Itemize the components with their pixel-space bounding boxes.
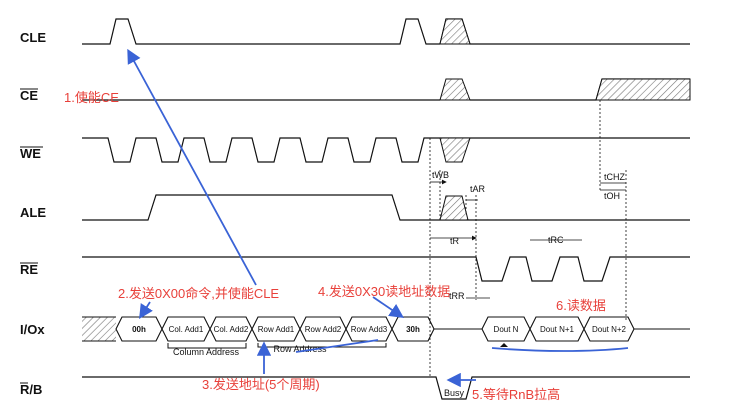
- ce-hatch-2: [595, 78, 691, 101]
- column-address-label: Column Address: [173, 347, 240, 357]
- re-waveform: [82, 256, 690, 282]
- ale-waveform: [82, 194, 690, 221]
- toh-label: tOH: [604, 191, 620, 201]
- we-waveform: [82, 137, 690, 163]
- tchz-label: tCHZ: [604, 172, 625, 182]
- tr-label: tR: [450, 236, 460, 246]
- annotation-1: 1.使能CE: [64, 90, 119, 105]
- busy-label: Busy: [444, 388, 465, 398]
- ale-hatch: [439, 195, 469, 221]
- annotation-3: 3.发送地址(5个周期): [202, 377, 320, 392]
- bus-cell: Col. Add2: [214, 325, 249, 334]
- io-bus: [82, 316, 690, 342]
- we-hatch: [439, 137, 471, 163]
- io-hatch-start: [82, 317, 116, 341]
- cle-waveform: [82, 18, 690, 45]
- column-bracket: [167, 343, 247, 349]
- trc-label: tRC: [548, 235, 564, 245]
- trr-label: tRR: [449, 291, 465, 301]
- bus-cell: Dout N+1: [540, 325, 575, 334]
- dout-marker: [500, 343, 508, 347]
- twb-label: tWB: [432, 170, 449, 180]
- bus-cell: Row Add2: [305, 325, 342, 334]
- tar-label: tAR: [470, 184, 486, 194]
- bus-cell: Row Add3: [351, 325, 388, 334]
- bus-cell: 30h: [406, 325, 420, 334]
- annotation-5: 5.等待RnB拉高: [472, 387, 560, 402]
- signal-ce: CE: [20, 88, 38, 103]
- bus-cell: Col. Add1: [169, 325, 204, 334]
- cle-hatch: [439, 18, 471, 45]
- signal-we: WE: [20, 146, 41, 161]
- ce-hatch-1: [439, 78, 471, 101]
- bus-cell: Row Add1: [258, 325, 295, 334]
- bus-cell: Dout N: [494, 325, 519, 334]
- timing-guides: [429, 100, 627, 377]
- signal-rb: R/B: [20, 382, 42, 397]
- signal-io: I/Ox: [20, 322, 45, 337]
- annotation-arrows: [127, 48, 629, 388]
- signal-re: RE: [20, 262, 38, 277]
- annotation-4: 4.发送0X30读地址数据: [318, 284, 450, 299]
- rb-waveform: [82, 376, 690, 400]
- annotation-2: 2.发送0X00命令,并使能CLE: [118, 286, 279, 301]
- signal-ale: ALE: [20, 205, 46, 220]
- annotation-6: 6.读数据: [556, 298, 606, 313]
- bus-cell: Dout N+2: [592, 325, 627, 334]
- signal-cle: CLE: [20, 30, 46, 45]
- row-address-label: Row Address: [273, 344, 327, 354]
- bus-cell: 00h: [132, 325, 146, 334]
